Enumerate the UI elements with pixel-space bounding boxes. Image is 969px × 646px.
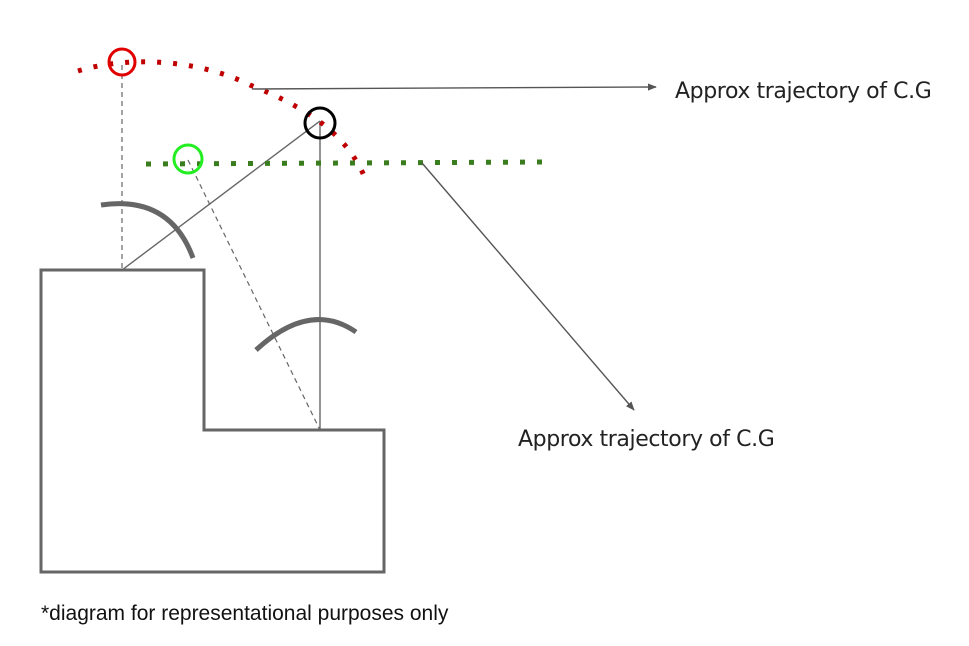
upper-rotation-arc [100, 201, 196, 259]
green-cg-marker [172, 143, 204, 175]
red-cg-marker [107, 47, 137, 77]
black-cg-marker [303, 106, 337, 140]
lower-annotation-label: Approx trajectory of C.G [518, 427, 774, 452]
step-block [39, 268, 386, 574]
lower-annotation-arrow [421, 162, 635, 411]
green-cg-trajectory [145, 159, 549, 167]
red-cg-trajectory [77, 59, 368, 179]
footnote: *diagram for representational purposes o… [41, 602, 449, 625]
upper-leg-line [121, 120, 321, 271]
lower-rotation-arc [254, 317, 358, 352]
green-cg-projection-dashed [187, 159, 321, 431]
upper-annotation-arrow [251, 83, 657, 91]
upper-annotation-label: Approx trajectory of C.G [675, 79, 931, 104]
